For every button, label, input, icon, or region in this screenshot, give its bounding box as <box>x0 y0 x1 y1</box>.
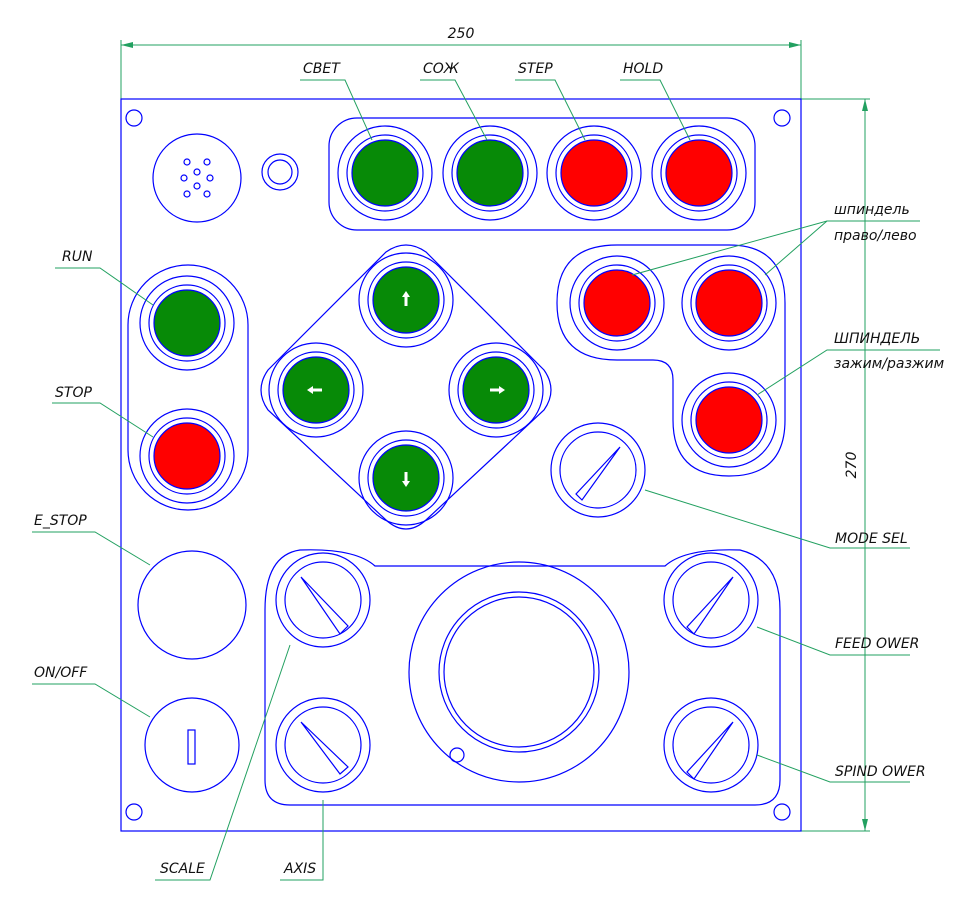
on-off-label: ON/OFF <box>34 665 88 681</box>
jog-group <box>260 244 552 530</box>
run-button[interactable] <box>139 275 235 371</box>
sozh-button[interactable] <box>442 125 538 221</box>
width-dimension-label: 250 <box>448 26 475 42</box>
spindle-dir-label-1: шпиндель <box>834 202 910 218</box>
e-stop-label: E_STOP <box>34 513 87 529</box>
jog-right-button[interactable] <box>448 342 544 438</box>
bottom-group <box>264 549 781 806</box>
mounting-holes <box>125 109 791 821</box>
speaker-grille <box>152 133 242 223</box>
spindle-left-button[interactable] <box>681 255 777 351</box>
scale-label: SCALE <box>160 861 205 877</box>
sozh-label: СОЖ <box>423 61 460 77</box>
handwheel[interactable] <box>408 561 630 783</box>
hold-label: HOLD <box>623 61 663 77</box>
jog-up-button[interactable] <box>358 252 454 348</box>
leader-lines <box>32 79 940 881</box>
axis-label: AXIS <box>283 861 316 877</box>
spindle-right-button[interactable] <box>569 255 665 351</box>
stop-label: STOP <box>55 385 92 401</box>
axis-knob[interactable] <box>275 697 371 793</box>
arrow-right-icon <box>490 386 505 394</box>
stop-button[interactable] <box>139 408 235 504</box>
on-off-switch[interactable] <box>144 697 240 793</box>
mode-sel-knob[interactable] <box>550 422 646 518</box>
step-button[interactable] <box>546 125 642 221</box>
spindle-dir-label-2: право/лево <box>834 228 917 244</box>
mode-sel-label: MODE SEL <box>835 531 908 547</box>
spindle-group <box>556 244 786 477</box>
arrow-down-icon <box>402 472 410 487</box>
jog-left-button[interactable] <box>268 342 364 438</box>
e-stop-button[interactable] <box>137 550 247 660</box>
panel-outline <box>120 98 802 832</box>
svet-button[interactable] <box>337 125 433 221</box>
scale-knob[interactable] <box>275 552 371 648</box>
step-label: STEP <box>518 61 553 77</box>
spindle-clamp-button[interactable] <box>681 372 777 468</box>
spindle-clamp-label-2: зажим/разжим <box>834 356 945 372</box>
arrow-up-icon <box>402 291 410 306</box>
jog-down-button[interactable] <box>358 430 454 526</box>
indicator-lamp <box>261 153 299 191</box>
height-dimension-label: 270 <box>844 452 860 479</box>
top-button-group <box>328 117 756 231</box>
run-label: RUN <box>62 249 93 265</box>
spind-ower-label: SPIND OWER <box>835 764 926 780</box>
arrow-left-icon <box>307 386 322 394</box>
feed-ower-label: FEED OWER <box>835 636 919 652</box>
width-dimension: 250 <box>120 26 802 99</box>
feed-ower-knob[interactable] <box>663 552 759 648</box>
run-stop-group <box>127 264 249 511</box>
svet-label: СВЕТ <box>303 61 341 77</box>
spindle-clamp-label-1: ШПИНДЕЛЬ <box>834 331 920 347</box>
hold-button[interactable] <box>651 125 747 221</box>
spind-ower-knob[interactable] <box>663 697 759 793</box>
